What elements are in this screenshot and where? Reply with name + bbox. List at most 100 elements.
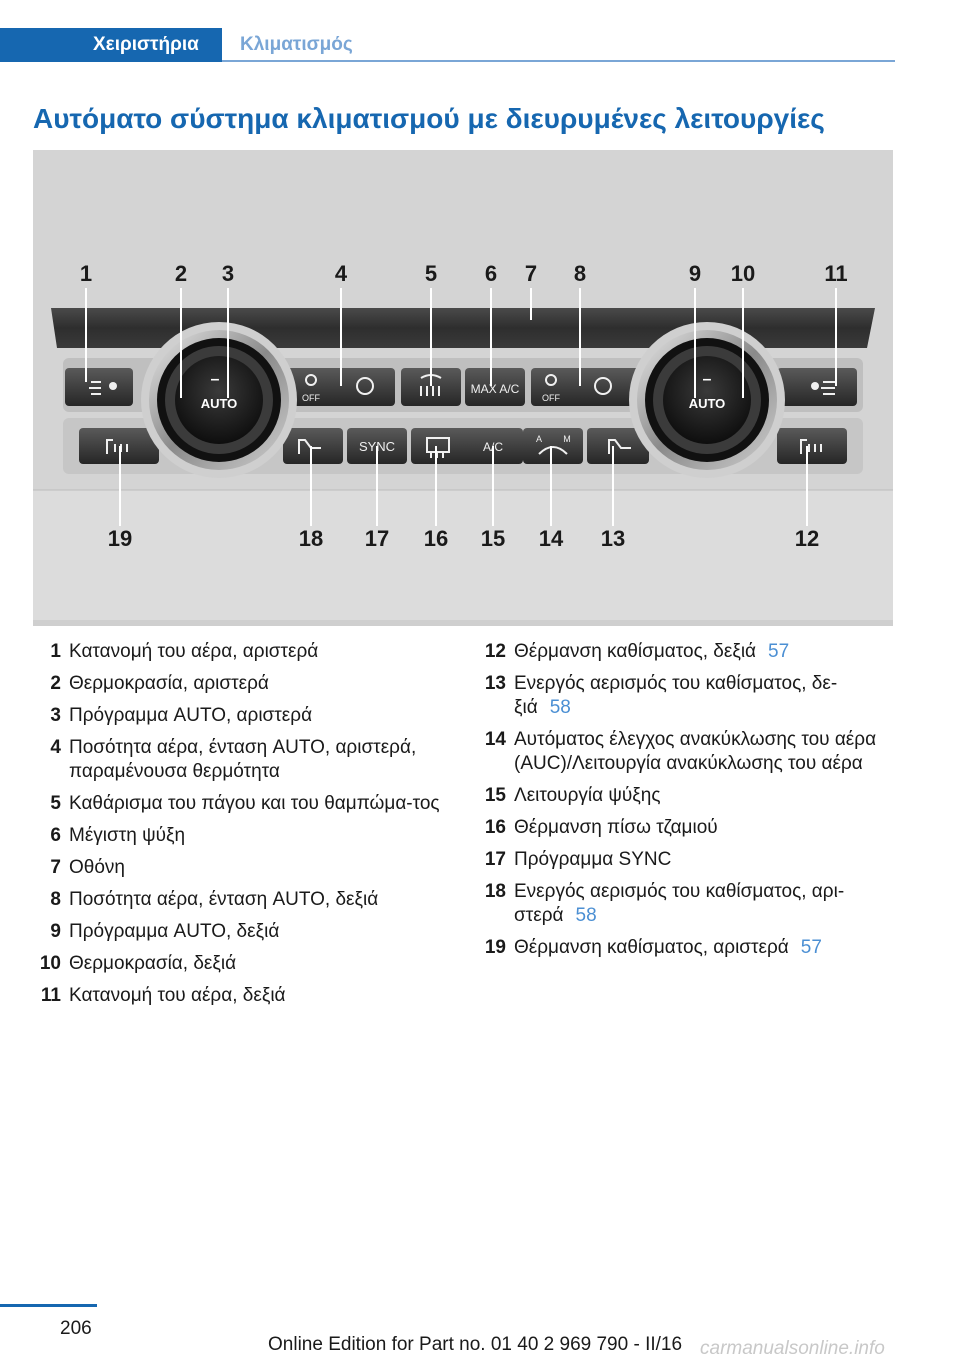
page-number: 206 xyxy=(60,1318,92,1339)
legend-number: 14 xyxy=(484,729,506,750)
callout-6: 6 xyxy=(485,261,497,286)
legend-text: Θέρμανση καθίσματος, αριστερά xyxy=(514,937,789,958)
legend-text: Πρόγραμμα AUTO, δεξιά xyxy=(69,921,280,942)
legend-text: Καθάρισμα του πάγου και του θαμπώμα‐τος xyxy=(69,793,440,814)
legend-text: Ενεργός αερισμός του καθίσματος, αρι‐στε… xyxy=(514,881,845,926)
svg-text:AUTO: AUTO xyxy=(201,396,238,411)
legend-number: 4 xyxy=(50,737,61,758)
legend-text: Θέρμανση καθίσματος, δεξιά xyxy=(514,641,757,662)
page-reference-link[interactable]: 57 xyxy=(800,937,822,958)
legend-text: Θερμοκρασία, αριστερά xyxy=(69,673,269,694)
legend-number: 17 xyxy=(484,849,506,870)
legend-text: Πρόγραμμα AUTO, αριστερά xyxy=(69,705,313,726)
legend-text: Θέρμανση πίσω τζαμιού xyxy=(514,817,718,838)
svg-text:A: A xyxy=(536,434,542,444)
page-reference-link[interactable]: 57 xyxy=(768,641,790,662)
legend-item: 6 Μέγιστη ψύξη xyxy=(33,824,453,848)
legend-text: Πρόγραμμα SYNC xyxy=(514,849,672,870)
legend-item: 10 Θερμοκρασία, δεξιά xyxy=(33,952,453,976)
callout-9: 9 xyxy=(689,261,701,286)
legend-number: 5 xyxy=(50,793,61,814)
svg-text:M: M xyxy=(563,434,571,444)
climate-control-figure: AUTO – AUTO – OFF MAX A/C xyxy=(33,150,893,626)
svg-text:OFF: OFF xyxy=(542,393,560,403)
callout-leader-lines xyxy=(85,288,837,526)
legend-number: 18 xyxy=(484,881,506,902)
tab-climate[interactable]: Κλιματισμός xyxy=(240,34,353,55)
callout-4: 4 xyxy=(335,261,348,286)
legend-number: 16 xyxy=(484,817,506,838)
callout-8: 8 xyxy=(574,261,586,286)
legend-text: Μέγιστη ψύξη xyxy=(69,825,186,846)
callout-14: 14 xyxy=(539,526,564,551)
legend-item: 3 Πρόγραμμα AUTO, αριστερά xyxy=(33,704,453,728)
callout-19: 19 xyxy=(108,526,132,551)
legend-number: 3 xyxy=(50,705,61,726)
legend-item: 2 Θερμοκρασία, αριστερά xyxy=(33,672,453,696)
callout-7: 7 xyxy=(525,261,537,286)
edition-note: Online Edition for Part no. 01 40 2 969 … xyxy=(268,1334,683,1355)
legend-item: 1 Κατανομή του αέρα, αριστερά xyxy=(33,640,453,664)
legend-item: 14 Αυτόματος έλεγχος ανακύκλωσης του αέρα… xyxy=(478,728,893,776)
callout-5: 5 xyxy=(425,261,437,286)
legend-text: Ποσότητα αέρα, ένταση AUTO, δεξιά xyxy=(69,889,379,910)
watermark: carmanualsonline.info xyxy=(700,1338,885,1359)
footer-divider xyxy=(0,1304,97,1307)
callout-15: 15 xyxy=(481,526,505,551)
climate-panel-illustration: AUTO – AUTO – OFF MAX A/C xyxy=(33,150,893,626)
legend-number: 2 xyxy=(50,673,61,694)
legend-number: 8 xyxy=(50,889,61,910)
svg-text:OFF: OFF xyxy=(302,393,320,403)
legend-item: 13 Ενεργός αερισμός του καθίσματος, δε‐ξι… xyxy=(478,672,893,720)
legend-item: 19 Θέρμανση καθίσματος, αριστερά 57 xyxy=(478,936,893,960)
legend-text: Αυτόματος έλεγχος ανακύκλωσης του αέρα (… xyxy=(514,729,877,774)
callout-1: 1 xyxy=(80,261,92,286)
header-divider xyxy=(222,60,895,62)
tab-controls[interactable]: Χειριστήρια xyxy=(0,28,222,62)
legend-number: 12 xyxy=(484,641,506,662)
legend-item: 5 Καθάρισμα του πάγου και του θαμπώμα‐τος xyxy=(33,792,453,816)
legend-item: 18 Ενεργός αερισμός του καθίσματος, αρι‐σ… xyxy=(478,880,893,928)
left-temperature-knob: AUTO – xyxy=(141,322,297,478)
legend-number: 19 xyxy=(484,937,506,958)
header-tabs: Χειριστήρια Κλιματισμός xyxy=(0,28,895,62)
callout-10: 10 xyxy=(731,261,755,286)
legend-item: 9 Πρόγραμμα AUTO, δεξιά xyxy=(33,920,453,944)
svg-text:MAX A/C: MAX A/C xyxy=(471,382,520,396)
callout-11: 11 xyxy=(824,261,847,286)
page-title: Αυτόματο σύστημα κλιματισμού με διευρυμέ… xyxy=(33,103,825,134)
right-temperature-knob: AUTO – xyxy=(629,322,785,478)
legend-number: 13 xyxy=(484,673,506,694)
legend-text: Οθόνη xyxy=(69,857,125,878)
legend-item: 7 Οθόνη xyxy=(33,856,453,880)
callout-17: 17 xyxy=(365,526,389,551)
legend-text: Κατανομή του αέρα, αριστερά xyxy=(69,641,319,662)
legend-item: 8 Ποσότητα αέρα, ένταση AUTO, δεξιά xyxy=(33,888,453,912)
legend-text: Θερμοκρασία, δεξιά xyxy=(69,953,237,974)
callout-numbers-bottom: 19 18 17 16 15 14 13 12 xyxy=(108,526,819,551)
svg-text:–: – xyxy=(211,371,220,388)
legend-text: Κατανομή του αέρα, δεξιά xyxy=(69,985,286,1006)
svg-text:AUTO: AUTO xyxy=(689,396,726,411)
legend-item: 12 Θέρμανση καθίσματος, δεξιά 57 xyxy=(478,640,893,664)
legend-text: Ποσότητα αέρα, ένταση AUTO, αριστερά, πα… xyxy=(69,737,417,782)
svg-text:–: – xyxy=(703,371,712,388)
legend-number: 6 xyxy=(50,825,61,846)
callout-12: 12 xyxy=(795,526,819,551)
legend-text: Λειτουργία ψύξης xyxy=(514,785,661,806)
callout-2: 2 xyxy=(175,261,187,286)
legend-number: 9 xyxy=(50,921,61,942)
page-reference-link[interactable]: 58 xyxy=(549,697,571,718)
legend-number: 10 xyxy=(39,953,61,974)
legend-number: 7 xyxy=(50,857,61,878)
page-reference-link[interactable]: 58 xyxy=(575,905,597,926)
legend-number: 1 xyxy=(50,641,61,662)
callout-3: 3 xyxy=(222,261,234,286)
legend-item: 16 Θέρμανση πίσω τζαμιού xyxy=(478,816,893,840)
callout-16: 16 xyxy=(424,526,448,551)
legend-text: Ενεργός αερισμός του καθίσματος, δε‐ξιά xyxy=(514,673,838,718)
callout-13: 13 xyxy=(601,526,625,551)
